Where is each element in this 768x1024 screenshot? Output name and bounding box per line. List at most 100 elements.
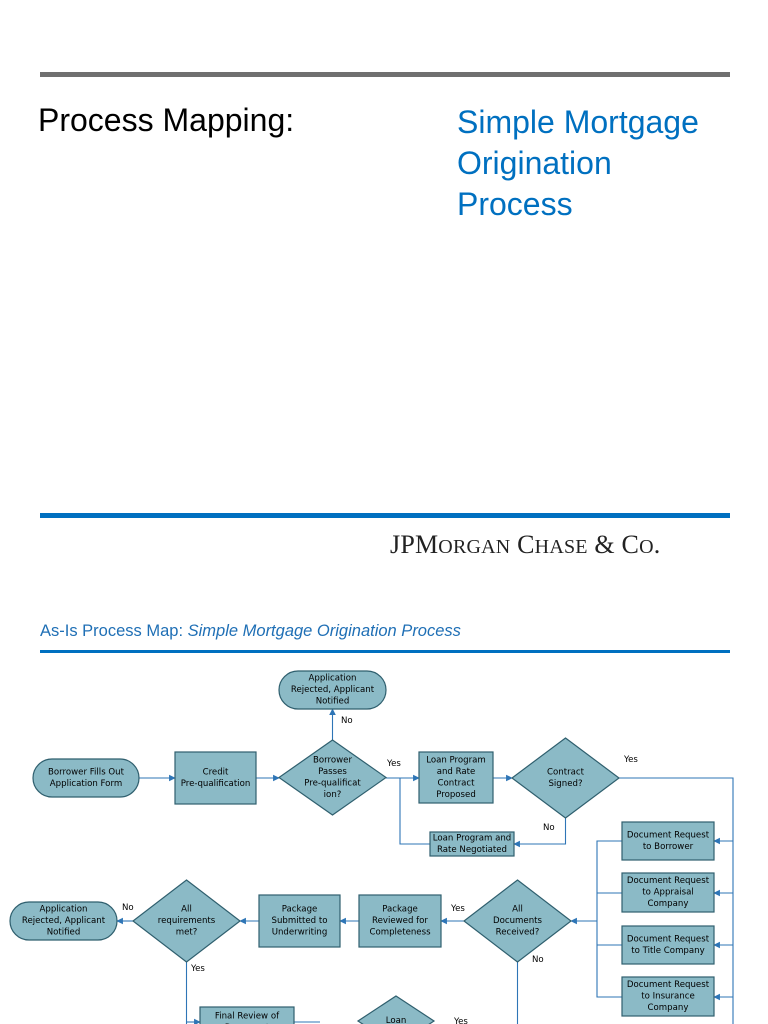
process-shape [199, 1006, 295, 1024]
decision-shape [356, 995, 436, 1024]
node-label: and Rate [437, 767, 476, 777]
decision-shape [277, 739, 388, 816]
node-label: Contract [547, 767, 585, 777]
node-label: Pre-qualificat [304, 778, 361, 788]
connector-line [596, 840, 622, 998]
brand-divider [40, 513, 730, 518]
node-label: Document [225, 1023, 270, 1024]
edge-label-yes-docs: Yes [450, 904, 465, 914]
company-logo: JPMORGAN CHASE & CO. [390, 530, 660, 560]
node-label: Proposed [436, 790, 476, 800]
page-title: Process Mapping: [38, 102, 295, 138]
process-shape [621, 821, 715, 861]
terminator-shape [278, 670, 387, 710]
process-shape [258, 894, 341, 948]
node-label: All [512, 905, 523, 915]
process-shape [621, 976, 715, 1017]
node-label: Reviewed for [372, 916, 428, 926]
node-label: Document Request [627, 876, 710, 886]
edge-label-yes-requirements: Yes [190, 964, 205, 974]
node-label: Signed? [548, 779, 582, 789]
decision-shape [463, 879, 572, 963]
node-label: to Appraisal [642, 888, 693, 898]
edge-label-no-requirements: No [122, 903, 134, 913]
node-label: ion? [324, 790, 342, 800]
logo-text: ORGAN [438, 536, 511, 558]
node-label: Document Request [627, 934, 710, 944]
edge-label-yes-contract: Yes [623, 755, 638, 765]
node-label: Documents [493, 916, 543, 926]
node-label: to Insurance [641, 992, 695, 1002]
node-label: to Title Company [631, 946, 704, 956]
connector-line [513, 818, 567, 848]
node-label: Rejected, Applicant [291, 685, 375, 695]
node-label: Rate Negotiated [437, 845, 507, 855]
map-title-italic: Simple Mortgage Origination Process [187, 622, 461, 640]
logo-text: HASE [534, 536, 588, 558]
logo-text: & C [587, 530, 640, 559]
node-label: Contract [438, 778, 476, 788]
node-label: to Borrower [643, 842, 694, 852]
node-label: Underwriting [272, 928, 328, 938]
edge-label-yes-loan: Yes [453, 1017, 468, 1024]
node-label: Company [648, 899, 689, 909]
node-doc-req-borrower: Document Request to Borrower [621, 821, 715, 861]
node-label: Document Request [627, 980, 710, 990]
terminator-shape [9, 901, 118, 941]
node-label: Notified [316, 697, 350, 707]
process-shape [429, 831, 515, 857]
node-doc-req-title: Document Request to Title Company [621, 925, 715, 965]
node-label: Application Form [50, 779, 122, 789]
node-label: All [181, 905, 192, 915]
node-label: Rejected, Applicant [22, 916, 106, 926]
process-map-title: As-Is Process Map: Simple Mortgage Origi… [40, 622, 461, 641]
node-label: Passes [318, 767, 347, 777]
node-final-review: Final Review ofDocument [199, 1006, 295, 1024]
process-shape [358, 894, 442, 948]
node-label: Application [308, 674, 356, 684]
logo-text: C [510, 530, 535, 559]
node-loan-decision: Loan [356, 995, 436, 1024]
node-label: Notified [47, 928, 81, 938]
process-shape [621, 872, 715, 913]
logo-text: JPM [390, 530, 439, 559]
subtitle-line: Process [457, 186, 573, 222]
node-label: Document Request [627, 830, 710, 840]
node-label: Credit [203, 767, 229, 777]
node-label: Company [648, 1003, 689, 1013]
node-label: Loan Program [426, 755, 486, 765]
edge-label-no-contract: No [543, 823, 555, 833]
logo-text: O [639, 536, 654, 558]
node-label: requirements [158, 916, 216, 926]
flowchart-connectors [116, 708, 734, 1024]
connector-line [399, 778, 430, 845]
edge-label-no-docs: No [532, 955, 544, 965]
decision-shape [132, 879, 241, 963]
node-label: Pre-qualification [181, 779, 251, 789]
node-label: Package [282, 905, 318, 915]
map-title-prefix: As-Is Process Map: [40, 622, 188, 640]
subtitle-line: Simple Mortgage [457, 104, 699, 140]
map-divider [40, 650, 730, 653]
node-label: Received? [496, 928, 540, 938]
terminator-shape [32, 758, 140, 798]
subtitle-line: Origination [457, 145, 612, 181]
node-label: Borrower Fills Out [48, 767, 125, 777]
node-label: Application [39, 905, 87, 915]
process-shape [418, 751, 494, 804]
